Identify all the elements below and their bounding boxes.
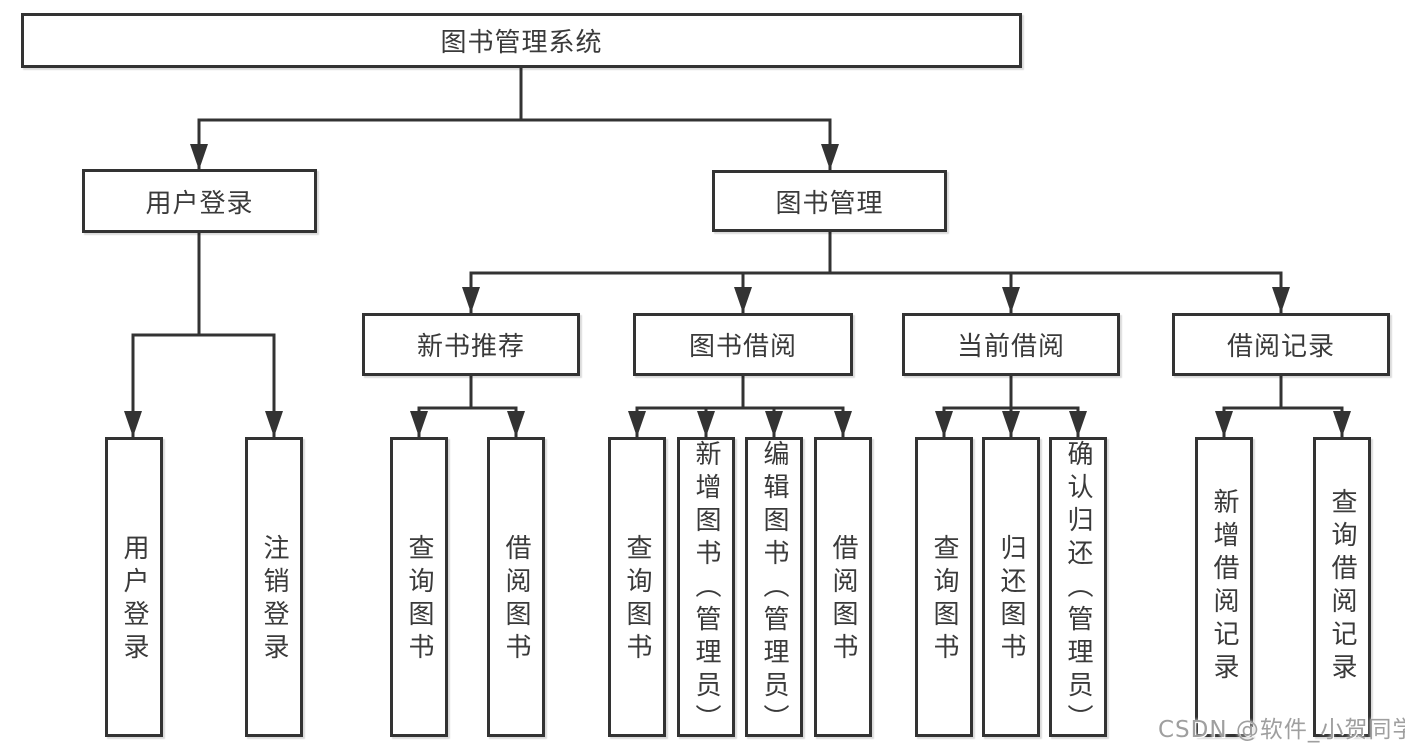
leaf-add-books-admin: 新增图书（管理员） [677, 437, 735, 737]
leaf-confirm-return-admin: 确认归还（管理员） [1049, 437, 1107, 737]
leaf-borrow-books-recommend: 借阅图书 [487, 437, 545, 737]
node-new-book-recommend: 新书推荐 [362, 313, 580, 376]
node-user-login: 用户登录 [82, 169, 317, 233]
leaf-query-books-recommend: 查询图书 [390, 437, 448, 737]
leaf-add-borrow-record: 新增借阅记录 [1195, 437, 1253, 737]
arrowhead-icons [124, 144, 1351, 437]
leaf-query-books-current: 查询图书 [915, 437, 973, 737]
node-root-system: 图书管理系统 [21, 13, 1022, 68]
leaf-user-login: 用户登录 [105, 437, 163, 737]
node-book-borrowing: 图书借阅 [633, 313, 853, 376]
node-borrow-records: 借阅记录 [1172, 313, 1390, 376]
leaf-query-borrow-record: 查询借阅记录 [1313, 437, 1371, 737]
leaf-query-books-borrowing: 查询图书 [608, 437, 666, 737]
leaf-return-books: 归还图书 [982, 437, 1040, 737]
csdn-watermark: CSDN @软件_小贺同学 [1158, 717, 1405, 743]
leaf-edit-books-admin: 编辑图书（管理员） [745, 437, 803, 737]
leaf-logout: 注销登录 [245, 437, 303, 737]
leaf-borrow-books-borrowing: 借阅图书 [814, 437, 872, 737]
node-current-borrowing: 当前借阅 [902, 313, 1120, 376]
node-book-management: 图书管理 [712, 170, 947, 232]
